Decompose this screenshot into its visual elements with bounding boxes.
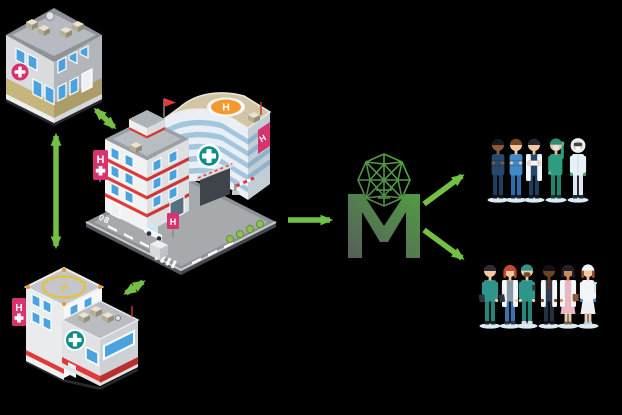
helipad: H bbox=[207, 97, 245, 117]
car bbox=[144, 222, 162, 241]
svg-text:H: H bbox=[258, 132, 268, 144]
person-doctor-pink-dress bbox=[557, 265, 579, 329]
person-doctor-red-hair bbox=[498, 265, 521, 329]
road-dashes bbox=[108, 225, 233, 265]
tower-roof bbox=[156, 92, 272, 129]
red-floor-stripes bbox=[105, 157, 189, 218]
main-hospital-building: H H bbox=[85, 92, 277, 275]
building-shadow bbox=[26, 360, 138, 390]
red-flag-icon bbox=[163, 98, 176, 117]
mesh-network-icon bbox=[357, 153, 411, 207]
person-doctor-dark-skin-tie bbox=[538, 265, 560, 329]
parking-sign: H bbox=[167, 213, 179, 237]
clinic-roof bbox=[6, 8, 102, 62]
big-window bbox=[103, 329, 135, 361]
branch-hospital-building: H H bbox=[12, 266, 140, 390]
m-letterform bbox=[348, 194, 420, 258]
branch-right-block bbox=[60, 300, 140, 386]
arrow-logo-to-staff-top bbox=[422, 173, 465, 207]
front-block: H bbox=[93, 110, 189, 232]
barrier-gate bbox=[232, 176, 255, 195]
helipad-letter: H bbox=[222, 102, 230, 114]
person-nurse-navy-scrubs bbox=[487, 139, 509, 203]
clinic-windows bbox=[15, 45, 93, 106]
medical-cross-icon bbox=[196, 143, 222, 169]
svg-text:H: H bbox=[97, 154, 105, 166]
utility-box bbox=[150, 240, 168, 259]
entrance bbox=[197, 162, 233, 206]
person-surgeon-teal-scrubs bbox=[545, 138, 567, 203]
medical-cross-icon bbox=[11, 63, 29, 81]
road-number: 08 bbox=[97, 212, 112, 226]
arrow-logo-to-staff-bottom bbox=[422, 227, 465, 261]
svg-text:H: H bbox=[170, 217, 177, 227]
medical-cross-icon bbox=[64, 329, 86, 351]
roof-vent-icon bbox=[45, 11, 55, 21]
roof-ac-units bbox=[60, 300, 140, 340]
helipad-letter: H bbox=[59, 282, 70, 295]
bushes bbox=[225, 219, 265, 244]
person-surgeon-cap-beard bbox=[516, 264, 538, 329]
hospital-sign: H bbox=[12, 298, 26, 326]
sign-letter: H bbox=[15, 303, 22, 314]
hospital-sign: H bbox=[93, 150, 108, 182]
hospital-sign: H bbox=[258, 122, 270, 154]
person-nurse-uniform-syringe bbox=[577, 264, 599, 329]
person-nurse-blue-scrubs bbox=[505, 139, 527, 203]
street-props: 08 bbox=[97, 212, 265, 269]
m-logo bbox=[348, 153, 420, 258]
front-block-roof bbox=[105, 110, 189, 160]
clinic-building bbox=[6, 8, 102, 126]
person-ppe-suit-worker bbox=[567, 138, 589, 203]
person-doctor-white-coat bbox=[523, 139, 545, 203]
person-nurse-teal-clipboard bbox=[478, 265, 501, 329]
helipad: H bbox=[23, 266, 105, 308]
